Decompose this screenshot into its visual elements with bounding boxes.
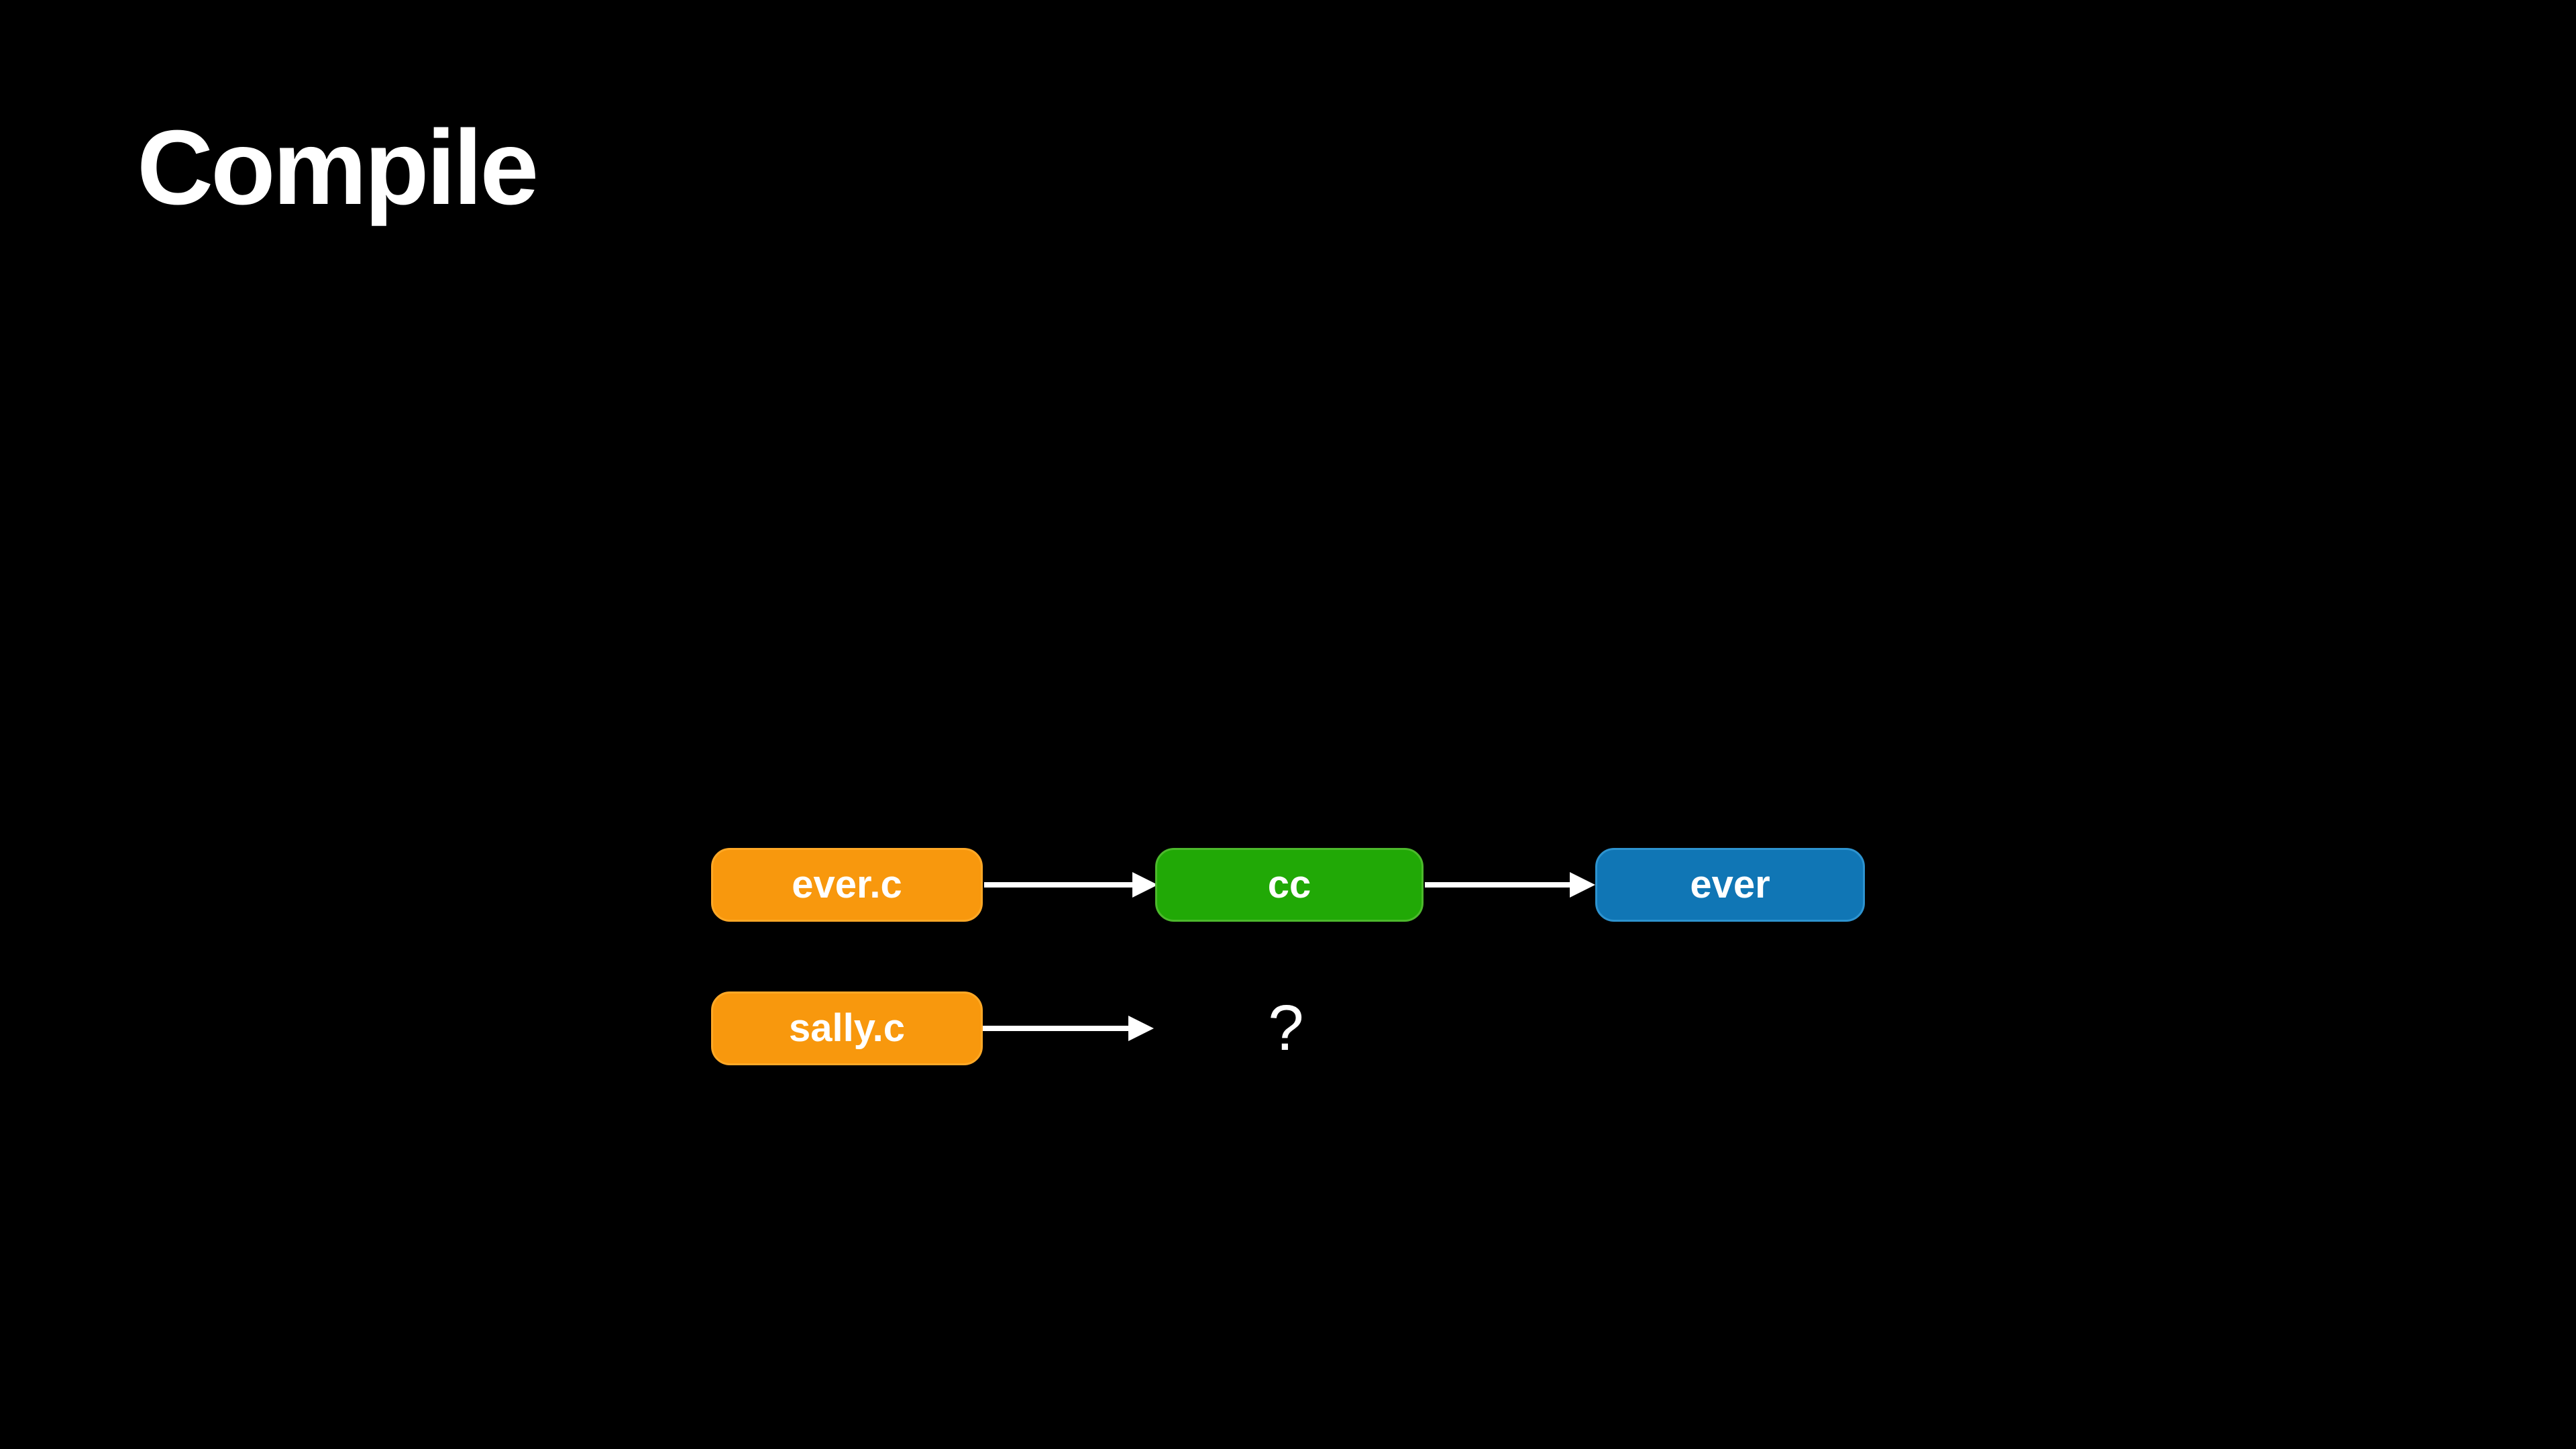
- node-sally-c-label: sally.c: [788, 1006, 906, 1050]
- node-ever-label: ever: [1690, 863, 1770, 906]
- node-ever: ever: [1595, 848, 1865, 922]
- arrow-sally-c-to-question-head-icon: [1128, 1016, 1154, 1041]
- slide-title: Compile: [137, 109, 539, 227]
- arrow-ever-c-to-cc-head-icon: [1132, 872, 1158, 898]
- node-cc-label: cc: [1267, 863, 1311, 906]
- node-sally-c: sally.c: [711, 991, 983, 1065]
- question-mark: ?: [1268, 992, 1304, 1064]
- arrow-cc-to-ever-head-icon: [1570, 872, 1595, 898]
- node-ever-c-label: ever.c: [792, 863, 902, 906]
- arrow-cc-to-ever: [1425, 872, 1595, 898]
- node-cc: cc: [1155, 848, 1424, 922]
- arrow-sally-c-to-question: [982, 1016, 1154, 1041]
- node-ever-c: ever.c: [711, 848, 983, 922]
- arrow-ever-c-to-cc: [984, 872, 1158, 898]
